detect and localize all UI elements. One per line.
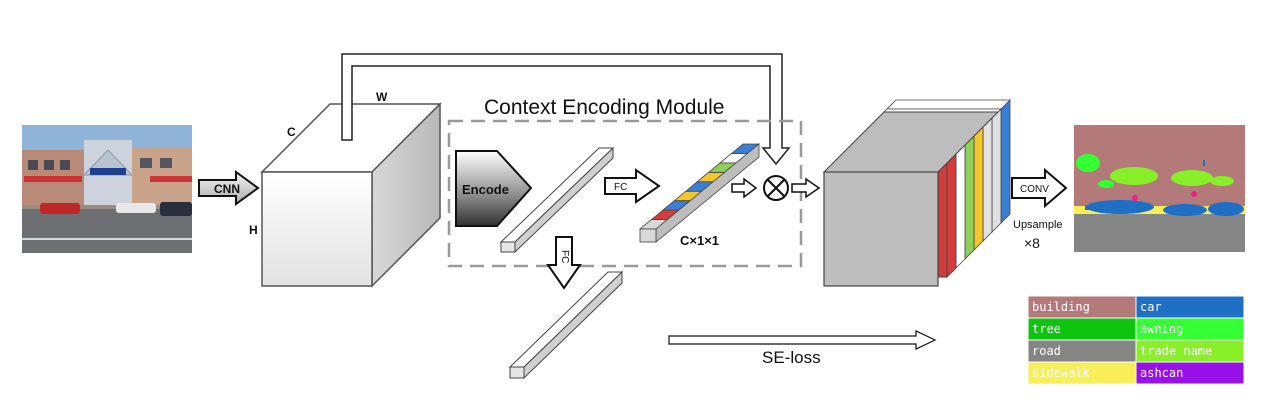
circled-times-icon (763, 175, 789, 201)
multiply-to-stack-arrow (791, 177, 821, 199)
dim-w-label: W (376, 90, 388, 104)
legend-label: tree (1032, 322, 1061, 336)
stack-layer-top (886, 99, 1011, 110)
legend-label: road (1032, 344, 1061, 358)
cnn-label: CNN (214, 182, 240, 196)
vector-end (639, 228, 657, 243)
cnn-arrow: CNN (198, 170, 260, 206)
conv-label: CONV (1020, 184, 1049, 195)
se-loss-arrow (668, 330, 937, 350)
vector-dims-label: C×1×1 (680, 233, 719, 248)
feature-stack (822, 99, 1011, 287)
legend-swatch (1135, 361, 1245, 385)
context-encoding-module: Context Encoding Module (447, 96, 803, 268)
fc-top-label: FC (614, 182, 627, 193)
input-image (22, 125, 192, 253)
encode-label: Encode (462, 182, 509, 197)
attention-vector (638, 143, 761, 243)
dim-h-label: H (249, 223, 258, 237)
se-loss-label: SE-loss (762, 348, 821, 367)
legend: building car tree awning road trade name sidew… (1027, 295, 1245, 385)
stack-layer-side (955, 144, 966, 269)
module-title: Context Encoding Module (484, 96, 725, 119)
fc-down-label: FC (559, 250, 570, 263)
legend-label: sidewalk (1032, 366, 1091, 380)
legend-label: ashcan (1140, 366, 1183, 380)
skip-connection-arrow (341, 53, 791, 166)
fc-arrow-right: FC (604, 168, 661, 204)
dim-c-label: C (287, 125, 296, 139)
legend-label: car (1140, 300, 1162, 314)
upsample-label: Upsample (1013, 219, 1063, 231)
legend-label: trade name (1140, 344, 1212, 358)
conv-arrow: CONV (1011, 167, 1068, 209)
legend-label: building (1032, 300, 1090, 314)
scale-label: ×8 (1024, 235, 1040, 251)
stack-layer-side (1000, 99, 1011, 224)
encoded-feature-bar (499, 146, 615, 254)
stack-layer-side (964, 135, 975, 260)
encode-block: Encode (455, 150, 533, 227)
segmentation-output (1074, 125, 1245, 252)
stack-layer-side (982, 117, 993, 242)
stack-layer-side (991, 108, 1002, 233)
stack-layer-side (946, 153, 957, 278)
fc-arrow-down: FC (546, 236, 582, 290)
stack-layer-side (973, 126, 984, 251)
vector-to-multiply-arrow (731, 177, 758, 199)
se-feature-bar (508, 270, 624, 380)
legend-label: awning (1140, 322, 1183, 336)
